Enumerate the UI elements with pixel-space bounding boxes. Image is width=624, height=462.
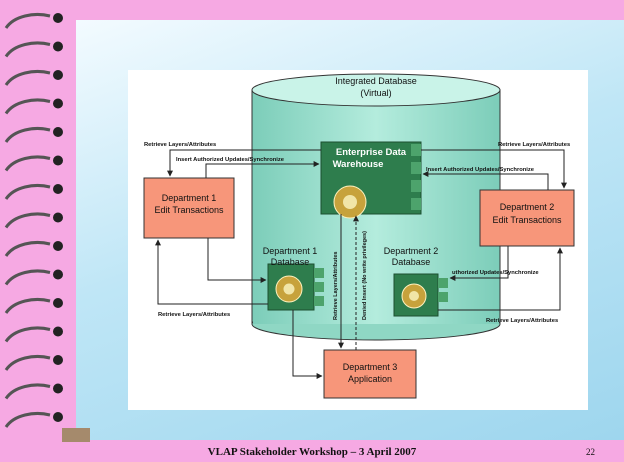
binding-ring (4, 127, 51, 143)
edw-label-line1: Enterprise Data (336, 147, 407, 158)
edw-cube-stack-icon (320, 141, 422, 219)
binding-ring (4, 298, 51, 314)
binding-hole (53, 98, 63, 109)
spiral-binding (0, 0, 82, 440)
binding-hole (53, 13, 63, 23)
binding-ring (4, 326, 51, 343)
binding-hole (53, 326, 63, 337)
dept1-edit-line1: Department 1 (162, 193, 217, 203)
label-retrieve-top-left: Retrieve Layers/Attributes (144, 142, 216, 148)
label-authorized-right: uthorized Updates/Synchronize (452, 270, 539, 276)
binding-ring (4, 355, 51, 371)
binding-ring (4, 98, 51, 115)
binding-hole (53, 70, 63, 80)
binding-hole (53, 355, 63, 365)
binding-ring (4, 184, 51, 200)
dept3-line1: Department 3 (343, 362, 398, 372)
slide-footer: VLAP Stakeholder Workshop – 3 April 2007 (207, 446, 417, 458)
binding-hole (53, 412, 63, 422)
binding-hole (53, 383, 63, 394)
binding-ring (4, 13, 51, 29)
dept1-db-line1: Department 1 (263, 246, 318, 256)
label-retrieve-bottom-left: Retrieve Layers/Attributes (158, 312, 230, 318)
binding-ring (4, 241, 51, 257)
dept1-db-line2: Database (271, 257, 310, 267)
edw-label-line2: Warehouse (333, 159, 384, 170)
binding-hole (53, 155, 63, 166)
database-title: Integrated Database (335, 76, 417, 86)
label-vertical-denied: Denied Insert (No write privileges) (362, 231, 368, 320)
connectors (155, 149, 567, 379)
binding-ring (4, 412, 51, 428)
diagram-panel: Integrated Database (Virtual) Enterprise… (128, 70, 588, 410)
dept2-db-line2: Database (392, 257, 431, 267)
architecture-diagram: Integrated Database (Virtual) Enterprise… (143, 73, 575, 399)
label-retrieve-top-right: Retrieve Layers/Attributes (498, 142, 570, 148)
dept2-edit-line2: Edit Transactions (492, 215, 562, 225)
database-subtitle: (Virtual) (360, 88, 391, 98)
binding-hole (53, 298, 63, 308)
binding-hole (53, 212, 63, 223)
binding-hole (53, 184, 63, 194)
binding-hole (53, 41, 63, 52)
label-retrieve-bottom-right: Retrieve Layers/Attributes (486, 318, 558, 324)
dept2-database-icon (393, 273, 448, 317)
binding-ring (4, 70, 51, 86)
dept3-app-box (323, 349, 417, 399)
spiral-rings (4, 13, 63, 428)
binding-ring (4, 41, 51, 58)
binding-ring (4, 269, 51, 286)
dept1-edit-box (143, 177, 235, 239)
binding-ring (4, 155, 51, 172)
dept2-edit-box (479, 189, 575, 247)
dept1-database-icon (267, 263, 324, 311)
dept2-edit-line1: Department 2 (500, 202, 555, 212)
dept3-line2: Application (348, 374, 392, 384)
dept2-db-line1: Department 2 (384, 246, 439, 256)
dept1-edit-line2: Edit Transactions (154, 205, 224, 215)
page-number: 22 (586, 447, 595, 457)
binding-hole (53, 269, 63, 280)
binding-ring (4, 383, 51, 400)
label-vertical-retrieve: Retrieve Layers/Attributes (333, 252, 339, 320)
binding-post (62, 428, 90, 442)
label-insert-top-right: Insert Authorized Updates/Synchronize (426, 167, 535, 173)
binding-hole (53, 127, 63, 137)
label-insert-top-left: Insert Authorized Updates/Synchronize (176, 157, 285, 163)
binding-hole (53, 241, 63, 251)
binding-ring (4, 212, 51, 229)
